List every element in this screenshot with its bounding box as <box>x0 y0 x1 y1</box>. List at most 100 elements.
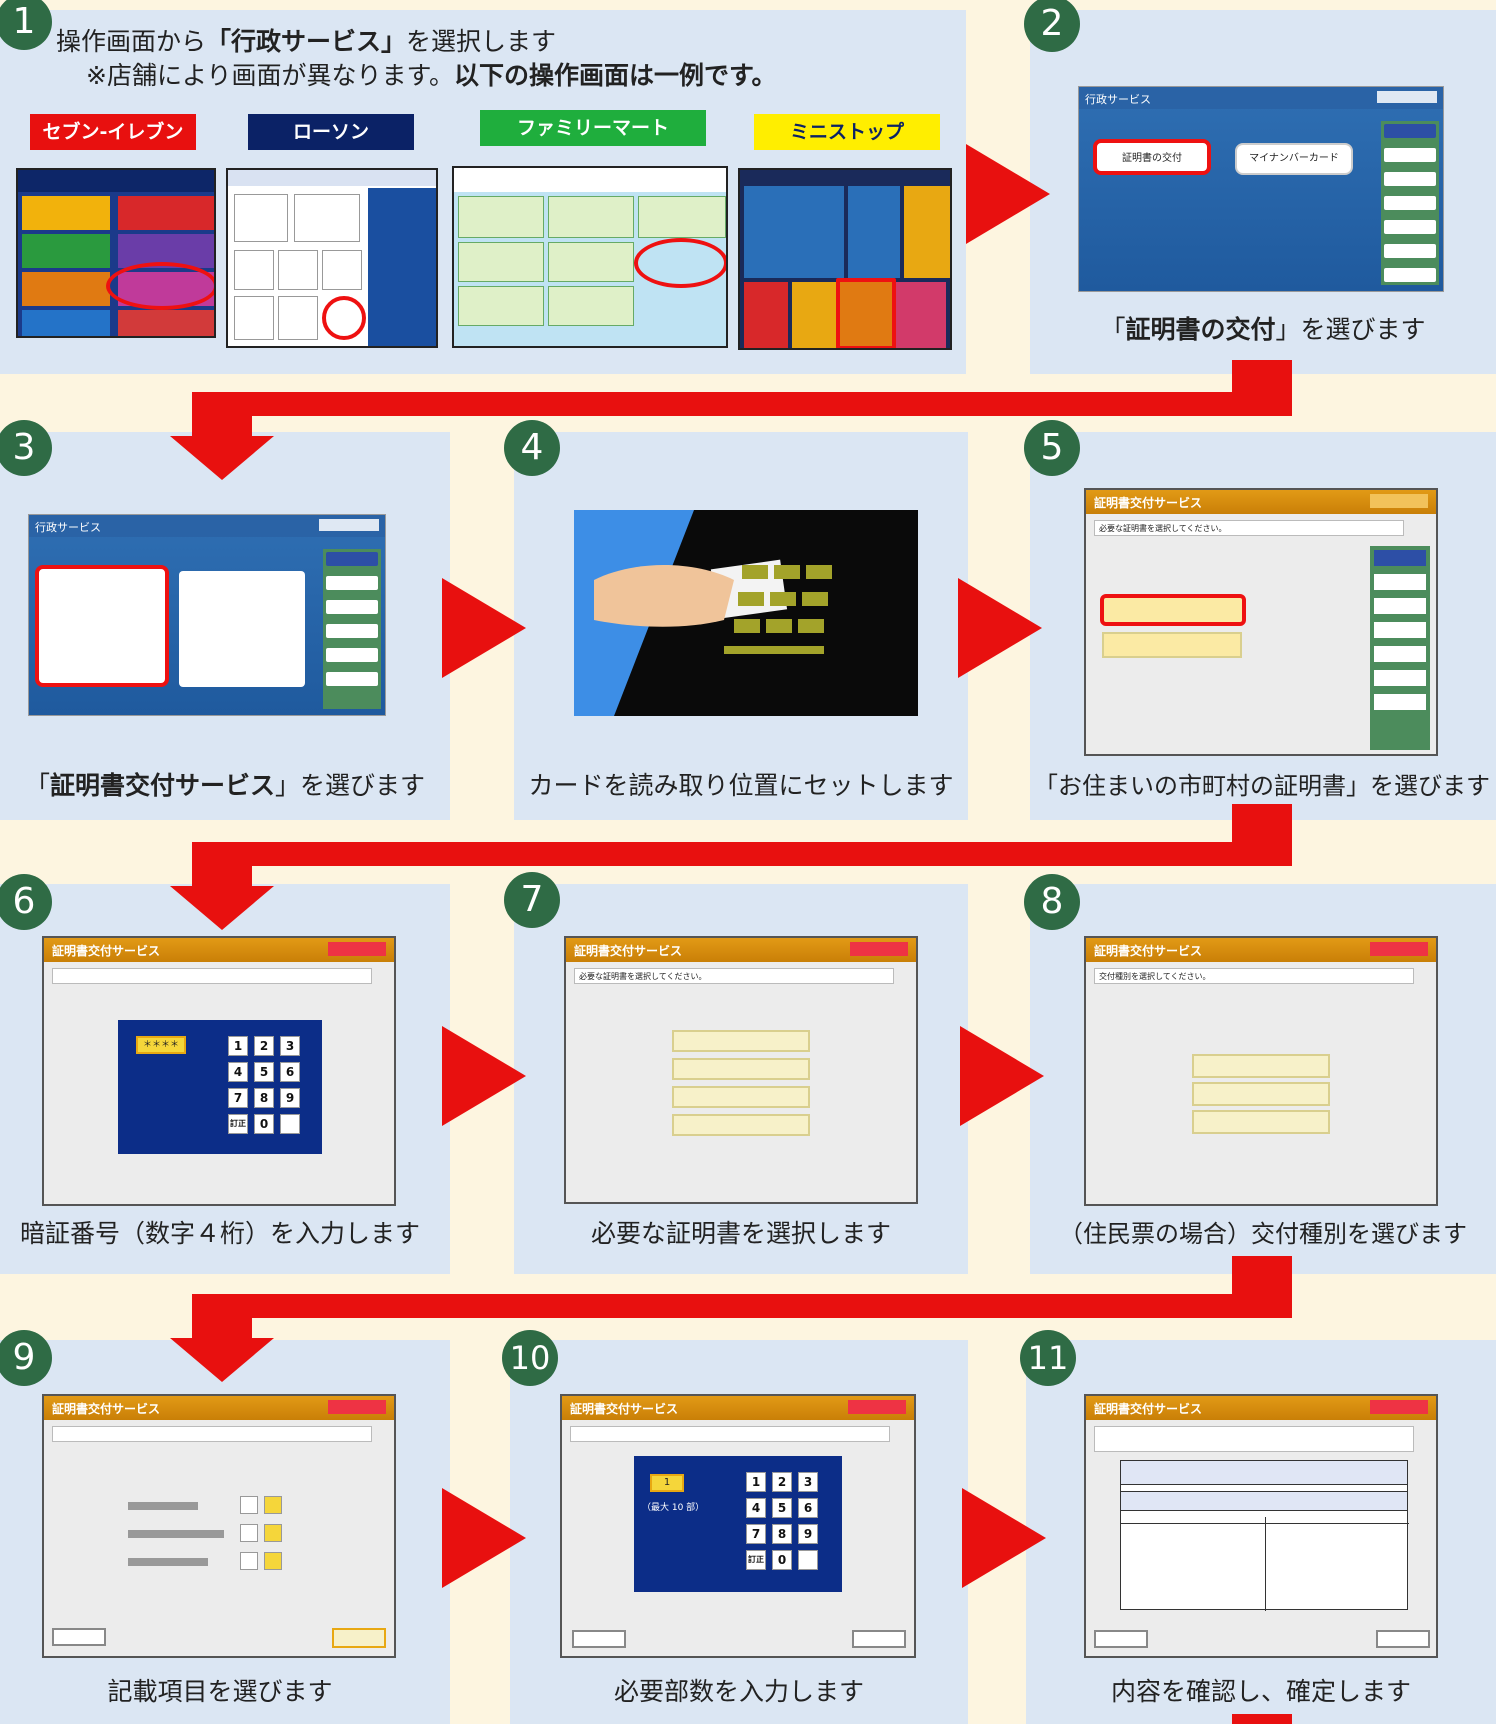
back-button[interactable] <box>52 1628 106 1646</box>
step5-screen-title: 証明書交付サービス <box>1094 496 1203 510</box>
step2-caption: 「証明書の交付」を選びます <box>1030 310 1496 346</box>
copies-key-9[interactable]: 9 <box>798 1524 818 1544</box>
confirmation-table <box>1120 1460 1409 1611</box>
step1-text-post: を選択します <box>406 27 557 56</box>
copies-max-label: （最大 10 部） <box>642 1503 705 1513</box>
step8-screen-title: 証明書交付サービス <box>1094 944 1203 958</box>
store-label-familymart: ファミリーマート <box>480 110 706 146</box>
key-6[interactable]: 6 <box>280 1062 300 1082</box>
flow-connector-8-9-down <box>192 1294 252 1338</box>
copies-key-4[interactable]: 4 <box>746 1498 766 1518</box>
key-1[interactable]: 1 <box>228 1036 248 1056</box>
registered-domicile-option[interactable] <box>1102 632 1242 658</box>
issue-type-option-2[interactable] <box>1192 1082 1330 1106</box>
copies-key-1[interactable]: 1 <box>746 1472 766 1492</box>
step5-screen-message: 必要な証明書を選択してください。 <box>1094 520 1404 536</box>
step-number-10: 10 <box>502 1330 558 1386</box>
card-reader-illustration <box>574 510 918 716</box>
step9-screen-title: 証明書交付サービス <box>52 1402 161 1416</box>
arrow-right-1-2 <box>966 144 1050 244</box>
issue-type-option-1[interactable] <box>1192 1054 1330 1078</box>
cert-option-4[interactable] <box>672 1114 810 1136</box>
key-2[interactable]: 2 <box>254 1036 274 1056</box>
step7-caption: 必要な証明書を選択します <box>590 1219 891 1248</box>
step5-screen: 証明書交付サービス 必要な証明書を選択してください。 <box>1084 488 1438 756</box>
copies-key-5[interactable]: 5 <box>772 1498 792 1518</box>
item1-yes[interactable] <box>264 1496 282 1514</box>
step2-caption-post: 」を選びます <box>1275 315 1426 344</box>
familymart-screen <box>452 166 728 348</box>
certificate-issue-option[interactable]: 証明書の交付 <box>1093 139 1211 175</box>
key-9[interactable]: 9 <box>280 1088 300 1108</box>
arrow-right-9-10 <box>442 1488 526 1588</box>
copies-key-3[interactable]: 3 <box>798 1472 818 1492</box>
copies-key-0[interactable]: 0 <box>772 1550 792 1570</box>
step10-screen-title: 証明書交付サービス <box>570 1402 679 1416</box>
item2-no[interactable] <box>240 1524 258 1542</box>
copies-key-clear[interactable]: 訂正 <box>746 1550 766 1570</box>
step3-caption: 「証明書交付サービス」を選びます <box>0 766 450 802</box>
step11-screen: 証明書交付サービス <box>1084 1394 1438 1658</box>
pin-display: ＊＊＊＊ <box>136 1036 186 1054</box>
store-label-seven: セブン-イレブン <box>30 114 196 150</box>
step1-note: ※店舗により画面が異なります。 <box>86 61 454 90</box>
cert-option-1[interactable] <box>672 1030 810 1052</box>
step2-screen-title: 行政サービス <box>1085 93 1151 106</box>
step6-caption: 暗証番号（数字４桁）を入力します <box>19 1219 420 1248</box>
step1-instruction-line1: 操作画面から「行政サービス」を選択します <box>56 22 556 58</box>
step10-screen: 証明書交付サービス 1 （最大 10 部） 1 2 3 4 5 6 7 8 9 … <box>560 1394 916 1658</box>
cert-option-2[interactable] <box>672 1058 810 1080</box>
item2-yes[interactable] <box>264 1524 282 1542</box>
arrow-right-3-4 <box>442 578 526 678</box>
key-7[interactable]: 7 <box>228 1088 248 1108</box>
step-number-1: 1 <box>0 0 52 50</box>
step4-caption: カードを読み取り位置にセットします <box>528 771 954 800</box>
flow-arrowhead-3 <box>170 436 274 480</box>
residence-certificate-option[interactable] <box>1100 594 1246 626</box>
step-number-3: 3 <box>0 420 52 476</box>
issue-type-option-3[interactable] <box>1192 1110 1330 1134</box>
confirm-button[interactable] <box>852 1630 906 1648</box>
step8-caption: （住民票の場合）交付種別を選びます <box>1059 1220 1467 1248</box>
mynumber-card-option[interactable]: マイナンバーカード <box>1235 143 1353 175</box>
copies-display: 1 <box>650 1474 684 1492</box>
step3-caption-pre: 「 <box>24 771 50 800</box>
flow-connector-2-3-down <box>192 392 252 436</box>
back-button[interactable] <box>1094 1630 1148 1648</box>
key-0[interactable]: 0 <box>254 1114 274 1134</box>
cert-option-3[interactable] <box>672 1086 810 1108</box>
flow-connector-5-6-horizontal <box>192 842 1292 866</box>
key-clear[interactable]: 訂正 <box>228 1114 248 1134</box>
flow-connector-2-3-horizontal <box>192 392 1292 416</box>
key-3[interactable]: 3 <box>280 1036 300 1056</box>
step9-screen: 証明書交付サービス <box>42 1394 396 1658</box>
item3-yes[interactable] <box>264 1552 282 1570</box>
key-8[interactable]: 8 <box>254 1088 274 1108</box>
step8-screen-message: 交付種別を選択してください。 <box>1094 968 1414 984</box>
item3-no[interactable] <box>240 1552 258 1570</box>
item1-no[interactable] <box>240 1496 258 1514</box>
copies-key-6[interactable]: 6 <box>798 1498 818 1518</box>
key-blank[interactable] <box>280 1114 300 1134</box>
arrow-right-10-11 <box>962 1488 1046 1588</box>
back-button[interactable] <box>572 1630 626 1648</box>
step8-screen: 証明書交付サービス 交付種別を選択してください。 <box>1084 936 1438 1206</box>
lawson-screen <box>226 168 438 348</box>
seven-screen <box>16 168 216 338</box>
copies-key-7[interactable]: 7 <box>746 1524 766 1544</box>
step1-text-bold: 「行政サービス」 <box>206 27 407 56</box>
confirm-button[interactable] <box>1376 1630 1430 1648</box>
step-number-8: 8 <box>1024 874 1080 930</box>
step7-screen-title: 証明書交付サービス <box>574 944 683 958</box>
step2-caption-bold: 証明書の交付 <box>1125 315 1276 344</box>
key-4[interactable]: 4 <box>228 1062 248 1082</box>
copies-key-2[interactable]: 2 <box>772 1472 792 1492</box>
key-5[interactable]: 5 <box>254 1062 274 1082</box>
step10-caption: 必要部数を入力します <box>613 1677 864 1706</box>
step7-screen: 証明書交付サービス 必要な証明書を選択してください。 <box>564 936 918 1204</box>
flow-connector-5-6-down <box>192 842 252 886</box>
step11-screen-title: 証明書交付サービス <box>1094 1402 1203 1416</box>
copies-key-blank[interactable] <box>798 1550 818 1570</box>
copies-key-8[interactable]: 8 <box>772 1524 792 1544</box>
confirm-button[interactable] <box>332 1628 386 1648</box>
